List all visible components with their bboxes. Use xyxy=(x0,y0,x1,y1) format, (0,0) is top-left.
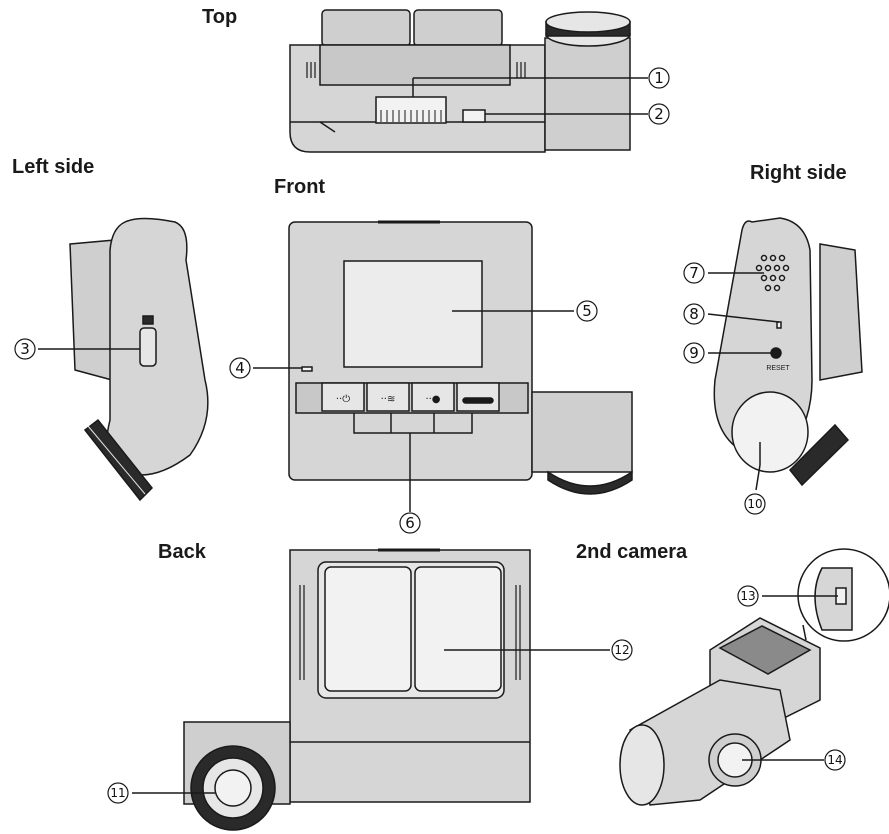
view-title-front: Front xyxy=(274,176,326,198)
front-view: ··⏻ ··≋ ··● xyxy=(288,220,633,495)
callout-1: 1 xyxy=(654,69,664,87)
view-title-right-side: Right side xyxy=(750,162,847,184)
callout-2: 2 xyxy=(654,105,664,123)
second-camera-view xyxy=(619,548,889,806)
callout-5: 5 xyxy=(582,302,592,320)
callout-6: 6 xyxy=(405,514,415,532)
view-title-back: Back xyxy=(158,541,206,563)
callout-13: 13 xyxy=(740,589,755,603)
view-title-top: Top xyxy=(202,6,238,28)
callout-14: 14 xyxy=(827,753,842,767)
reset-label: RESET xyxy=(766,365,790,372)
right-side-view: RESET xyxy=(713,217,863,487)
speaker-holes xyxy=(755,254,790,292)
left-side-view xyxy=(69,217,209,502)
back-view xyxy=(183,548,531,831)
svg-text:··●: ··● xyxy=(425,394,440,405)
callout-10: 10 xyxy=(747,497,762,511)
callout-3: 3 xyxy=(20,340,30,358)
callout-11: 11 xyxy=(110,786,125,800)
view-title-left-side: Left side xyxy=(12,156,95,178)
callout-9: 9 xyxy=(689,344,699,362)
svg-text:··⏻: ··⏻ xyxy=(336,394,350,405)
connector-pins xyxy=(380,110,442,122)
callout-8: 8 xyxy=(689,305,699,323)
callout-7: 7 xyxy=(689,264,699,282)
callout-4: 4 xyxy=(235,359,245,377)
callout-12: 12 xyxy=(614,643,629,657)
svg-text:··≋: ··≋ xyxy=(381,394,396,405)
view-title-second-camera: 2nd camera xyxy=(576,541,688,563)
top-view xyxy=(289,9,631,153)
callout-markers xyxy=(14,67,846,804)
